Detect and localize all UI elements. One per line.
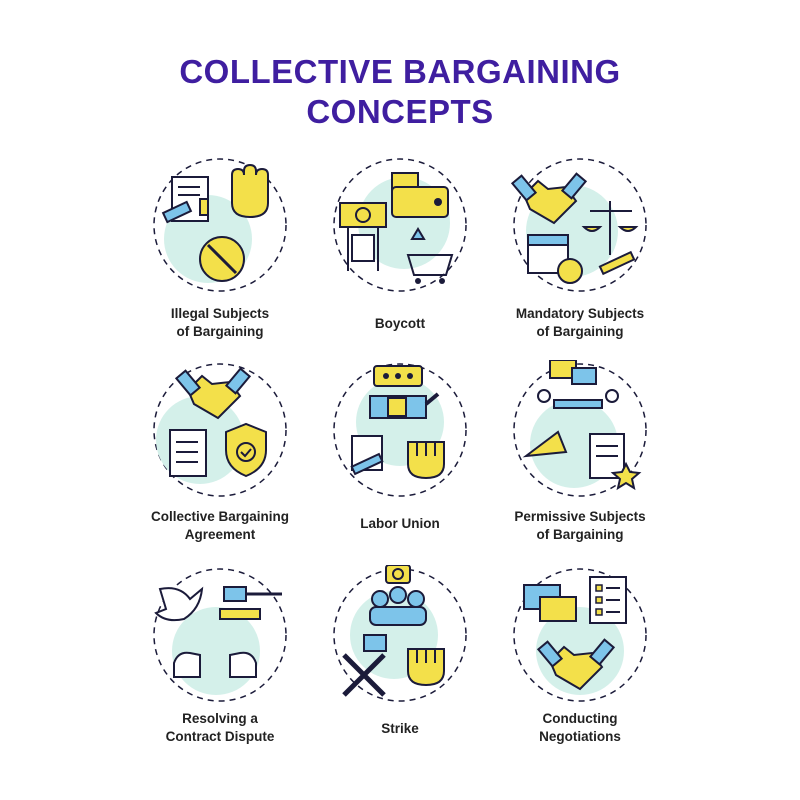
tile-strike: Strike bbox=[280, 565, 520, 765]
negotiations-icon bbox=[510, 565, 650, 705]
tile-label: Collective Bargaining Agreement bbox=[150, 509, 290, 542]
tile-label: Mandatory Subjects of Bargaining bbox=[515, 306, 645, 339]
labor-union-icon bbox=[330, 360, 470, 500]
boycott-icon bbox=[330, 155, 470, 295]
tile-agreement: Collective Bargaining Agreement bbox=[100, 360, 340, 560]
tile-label: Permissive Subjects of Bargaining bbox=[514, 509, 646, 542]
resolving-dispute-icon bbox=[150, 565, 290, 705]
tile-resolving-dispute: Resolving a Contract Dispute bbox=[100, 565, 340, 765]
illegal-subjects-icon bbox=[150, 155, 290, 295]
tile-permissive-subjects: Permissive Subjects of Bargaining bbox=[460, 360, 700, 560]
title-line-2: CONCEPTS bbox=[306, 93, 494, 130]
tile-label: Labor Union bbox=[360, 516, 440, 531]
title-line-1: COLLECTIVE BARGAINING bbox=[179, 53, 621, 90]
mandatory-subjects-icon bbox=[510, 155, 650, 295]
tile-label: Boycott bbox=[374, 316, 426, 331]
tile-boycott: Boycott bbox=[280, 155, 520, 355]
tile-label: Resolving a Contract Dispute bbox=[165, 711, 275, 744]
tile-label: Illegal Subjects of Bargaining bbox=[170, 306, 270, 339]
page-title: COLLECTIVE BARGAINING CONCEPTS bbox=[0, 52, 800, 132]
tile-negotiations: Conducting Negotiations bbox=[460, 565, 700, 765]
tile-label: Conducting Negotiations bbox=[539, 711, 621, 744]
agreement-icon bbox=[150, 360, 290, 500]
tile-labor-union: Labor Union bbox=[280, 360, 520, 560]
tile-label: Strike bbox=[381, 721, 419, 736]
tile-mandatory-subjects: Mandatory Subjects of Bargaining bbox=[460, 155, 700, 355]
tile-illegal-subjects: Illegal Subjects of Bargaining bbox=[100, 155, 340, 355]
permissive-subjects-icon bbox=[510, 360, 650, 500]
strike-icon bbox=[330, 565, 470, 705]
